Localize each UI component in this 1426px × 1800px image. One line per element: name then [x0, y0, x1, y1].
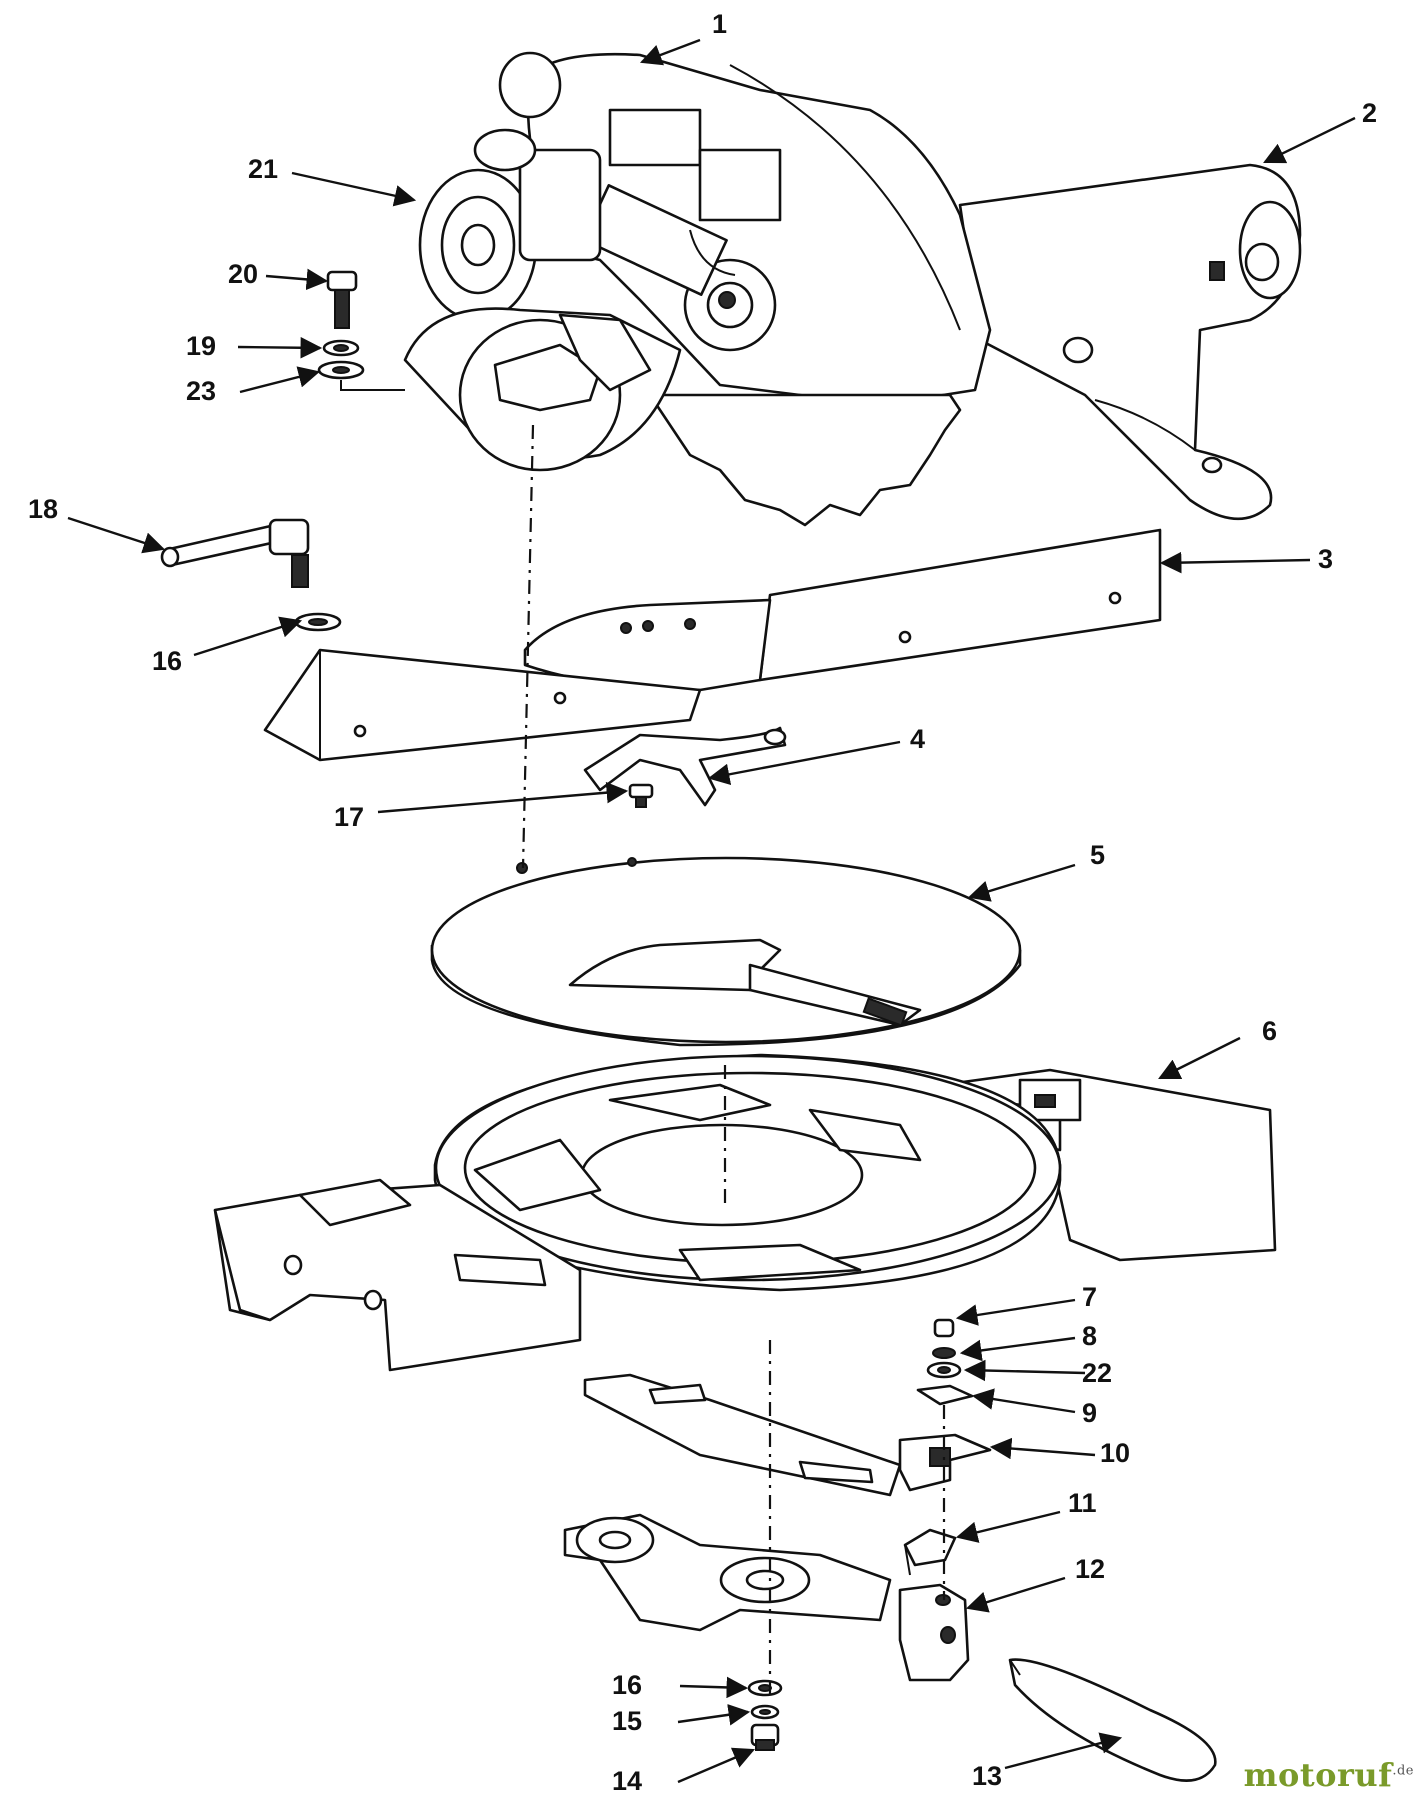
callout-15: 15: [612, 1706, 642, 1736]
lock-arm-part: [563, 1513, 970, 1682]
fence-part: [263, 528, 1162, 762]
callout-6: 6: [1262, 1016, 1277, 1046]
motor-arm-part: [958, 163, 1302, 521]
table-part: [430, 856, 1022, 1047]
callout-19: 19: [186, 331, 216, 361]
base-part: [213, 1053, 1277, 1372]
callout-20: 20: [228, 259, 258, 289]
callout-1: 1: [712, 9, 727, 39]
lower-stack-16-15-14: [747, 1679, 783, 1751]
watermark-logo: motoruf.de: [1244, 1756, 1414, 1794]
callout-2: 2: [1362, 98, 1377, 128]
callout-21: 21: [248, 154, 278, 184]
leader-lines: [67, 38, 1356, 1784]
callout-8: 8: [1082, 1321, 1097, 1351]
callout-12: 12: [1075, 1554, 1105, 1584]
clip-part: [903, 1528, 957, 1576]
callout-10: 10: [1100, 1438, 1130, 1468]
watermark-main: motoruf: [1243, 1756, 1393, 1794]
callout-17: 17: [334, 802, 364, 832]
clamp-stack-7-8-22-9: [916, 1318, 974, 1406]
handle-part: [1008, 1658, 1217, 1782]
callout-11: 11: [1068, 1488, 1097, 1518]
callout-4: 4: [910, 724, 925, 754]
callout-5: 5: [1090, 840, 1105, 870]
callout-3: 3: [1318, 544, 1333, 574]
callout-7: 7: [1082, 1282, 1097, 1312]
callout-23: 23: [186, 376, 216, 406]
callout-18: 18: [28, 494, 58, 524]
lock-handle-part: [160, 518, 342, 632]
callout-13: 13: [972, 1761, 1002, 1791]
assembly-centerlines: [521, 424, 946, 1700]
callout-9: 9: [1082, 1398, 1097, 1428]
pulley-cover-part: [418, 128, 602, 322]
bolt-stack-20-19-23: [317, 270, 405, 391]
lower-guard-part: [403, 307, 682, 472]
screw-17: [628, 783, 654, 808]
callout-16b: 16: [612, 1670, 642, 1700]
callout-14: 14: [612, 1766, 642, 1796]
callout-22: 22: [1082, 1358, 1112, 1388]
clamp-plate-part: [583, 1373, 992, 1497]
pointer-part: [583, 726, 787, 807]
callout-labels: 1 2 3 4 5 6 7 8 22 9 10 11 12 13 14 15 1…: [28, 9, 1377, 1796]
watermark-suffix: .de: [1392, 1763, 1414, 1779]
callout-16a: 16: [152, 646, 182, 676]
